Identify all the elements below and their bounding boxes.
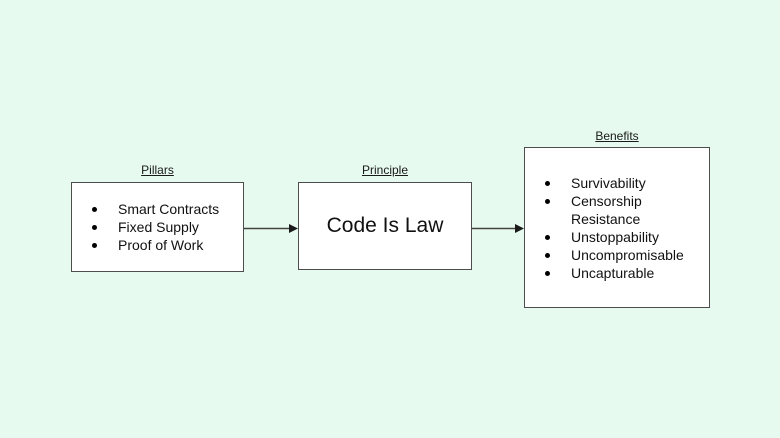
bullet-dot-icon (545, 234, 550, 240)
list-item-label: Survivability (571, 174, 646, 191)
node-label-principle: Principle (361, 163, 409, 177)
list-item: Survivability (525, 174, 709, 192)
bullet-dot-icon (92, 243, 97, 248)
list-item-label: Fixed Supply (118, 219, 199, 235)
list-item: Fixed Supply (72, 218, 243, 236)
node-principle: Code Is Law (298, 182, 472, 270)
list-item-label: Smart Contracts (118, 201, 220, 217)
arrow-right-icon (244, 224, 298, 233)
list-item-label: Censorship Resistance (571, 192, 642, 227)
list-item-label: Unstoppability (571, 228, 659, 245)
principle-title: Code Is Law (326, 214, 444, 237)
list-item-label: Proof of Work (118, 237, 204, 253)
list-item-label: Uncompromisable (571, 246, 684, 263)
list-item: Smart Contracts (72, 200, 243, 218)
node-pillars: Smart Contracts Fixed Supply Proof of Wo… (71, 182, 244, 272)
pillars-bullet-list: Smart Contracts Fixed Supply Proof of Wo… (72, 200, 243, 254)
bullet-dot-icon (545, 270, 550, 276)
list-item: Unstoppability (525, 228, 709, 246)
bullet-dot-icon (92, 207, 97, 212)
node-label-pillars: Pillars (141, 163, 174, 177)
list-item: Uncapturable (525, 264, 709, 282)
arrow-right-icon (472, 224, 524, 233)
list-item-label: Uncapturable (571, 264, 655, 281)
list-item: Proof of Work (72, 236, 243, 254)
list-item: Uncompromisable (525, 246, 709, 264)
benefits-bullet-list: Survivability Censorship Resistance Unst… (525, 174, 709, 282)
node-label-benefits: Benefits (595, 129, 639, 143)
bullet-dot-icon (92, 225, 97, 230)
bullet-dot-icon (545, 198, 550, 204)
bullet-dot-icon (545, 180, 550, 186)
node-benefits: Survivability Censorship Resistance Unst… (524, 147, 710, 308)
list-item: Censorship Resistance (525, 192, 709, 228)
bullet-dot-icon (545, 252, 550, 258)
